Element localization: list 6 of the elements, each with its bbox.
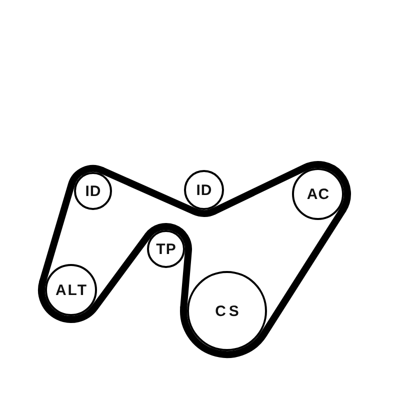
pulley: ID — [74, 172, 112, 210]
drive-belt — [144, 223, 192, 311]
pulley: ID — [184, 170, 224, 210]
pulley: CS — [187, 271, 267, 351]
drive-belt — [38, 232, 152, 323]
drive-belt — [180, 206, 346, 358]
